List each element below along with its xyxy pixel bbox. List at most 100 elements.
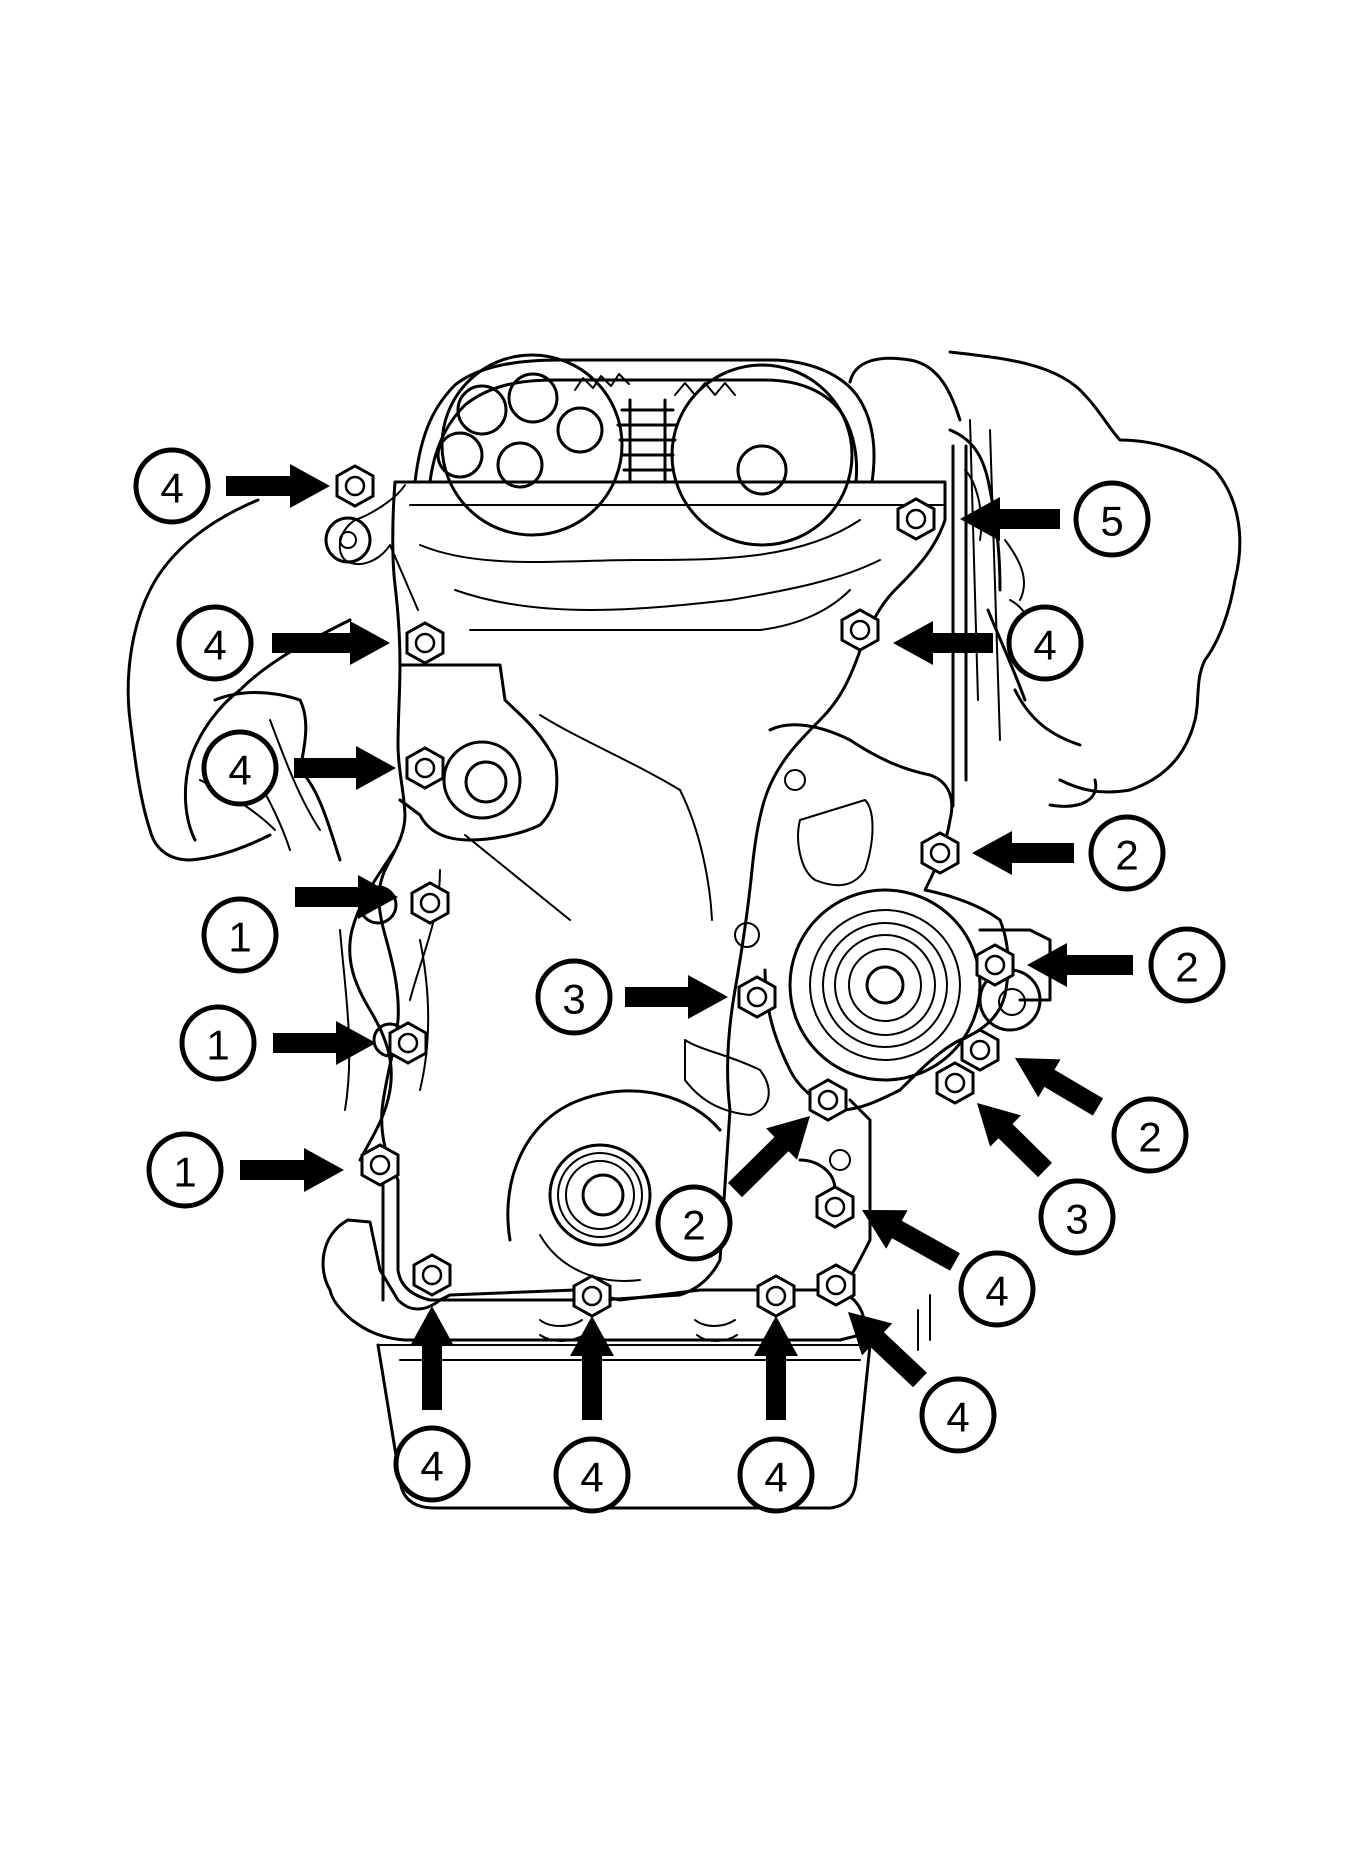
callout-circle <box>201 729 279 807</box>
callout-c08: 2 <box>1027 926 1226 1004</box>
timing-cover-ridge-3 <box>454 559 881 611</box>
callout-c16: 4 <box>848 1312 997 1454</box>
crank-pulley-hub <box>581 1173 625 1217</box>
idler-pulley <box>442 740 522 820</box>
cam-gear-hole-2 <box>507 372 559 424</box>
pump-housing-hole-4 <box>829 1149 851 1171</box>
bolt <box>960 1028 1000 1072</box>
callout-circle <box>535 958 613 1036</box>
callout-arrow <box>410 1306 454 1410</box>
callout-circle <box>179 1004 257 1082</box>
cam-gear-hole-3 <box>556 406 604 454</box>
callout-arrow <box>273 1021 376 1065</box>
crank-pulley-ring-1 <box>557 1152 643 1238</box>
callout-number: 4 <box>946 1394 969 1441</box>
callout-number: 4 <box>160 465 183 512</box>
callout-c02: 5 <box>960 480 1151 558</box>
callout-circle <box>1148 926 1226 1004</box>
callout-arrow <box>625 975 728 1019</box>
callout-arrow <box>754 1316 798 1420</box>
callout-c06: 2 <box>972 814 1166 892</box>
callout-c04: 4 <box>893 604 1084 682</box>
timing-cover-top <box>413 358 876 484</box>
callout-arrow <box>295 875 398 919</box>
timing-cover-ridge-4 <box>469 589 851 631</box>
callout-c17: 4 <box>393 1306 471 1503</box>
callout-arrow <box>226 464 330 508</box>
bolts <box>335 464 1015 1318</box>
bolt <box>388 1021 428 1065</box>
callout-c03: 4 <box>176 604 390 682</box>
idler-housing <box>398 663 559 842</box>
manifold-right-ribs <box>964 419 1035 741</box>
timing-cover-ridge-2 <box>419 519 861 563</box>
center-divider-1 <box>539 714 713 921</box>
water-pump-pulley-hub <box>865 965 905 1005</box>
callout-circle <box>655 1184 733 1262</box>
bolt <box>737 975 777 1019</box>
bolt <box>335 464 375 508</box>
callout-number: 4 <box>420 1443 443 1490</box>
pump-housing-hole-2 <box>734 922 760 948</box>
callout-circle <box>1073 480 1151 558</box>
callout-number: 2 <box>682 1202 705 1249</box>
oil-pan-ripples <box>539 1319 738 1342</box>
callout-arrow <box>240 1148 344 1192</box>
callout-c14: 3 <box>977 1103 1116 1256</box>
callout-circle <box>201 896 279 974</box>
manifold-right-pipe <box>951 444 968 808</box>
bolt <box>975 943 1015 987</box>
callout-circle <box>919 1376 997 1454</box>
callout-number: 4 <box>580 1454 603 1501</box>
callout-circle <box>1088 814 1166 892</box>
callout-number: 2 <box>1175 944 1198 991</box>
callout-arrow <box>272 621 390 665</box>
callout-number: 5 <box>1100 498 1123 545</box>
water-pump-pulley-ring-1 <box>809 909 961 1061</box>
callout-arrow <box>294 746 396 790</box>
cam-gear-hole-5 <box>496 441 544 489</box>
cam-gear-teeth <box>574 373 736 396</box>
callout-arrow <box>977 1103 1052 1178</box>
manifold-right-outline <box>848 350 1242 808</box>
callout-number: 4 <box>228 747 251 794</box>
cam-gear-hole-1 <box>456 384 508 436</box>
water-pump-pulley-outer <box>788 888 982 1082</box>
callout-c13: 2 <box>655 1116 810 1262</box>
callout-arrow <box>960 497 1060 541</box>
callout-number: 4 <box>764 1454 787 1501</box>
callout-circle <box>1038 1178 1116 1256</box>
callout-c12: 2 <box>1015 1058 1189 1174</box>
bolt <box>412 1253 452 1297</box>
crank-pulley-ring-2 <box>565 1160 635 1230</box>
callout-arrow <box>1015 1058 1104 1116</box>
crank-pulley-outer <box>548 1143 652 1247</box>
bolt <box>410 881 450 925</box>
oil-pan-body <box>376 1343 872 1510</box>
bolt <box>405 621 445 665</box>
bolt <box>920 831 960 875</box>
callout-c19: 4 <box>737 1316 815 1514</box>
callout-number: 4 <box>203 622 226 669</box>
callout-arrow <box>570 1316 614 1420</box>
callout-circle <box>737 1436 815 1514</box>
callout-c07: 1 <box>201 875 398 974</box>
callout-circle <box>393 1425 471 1503</box>
callout-c11: 1 <box>146 1131 344 1209</box>
oil-pan-side-line <box>917 1294 931 1351</box>
upper-bracket-hole-inner <box>339 531 357 549</box>
left-bracket-ribs <box>339 929 430 1111</box>
callout-c09: 3 <box>535 958 728 1036</box>
callout-circle <box>133 447 211 525</box>
bolt <box>405 746 445 790</box>
callout-circle <box>958 1250 1036 1328</box>
callout-c05: 4 <box>201 729 396 807</box>
engine-line-art <box>126 350 1242 1510</box>
callout-c18: 4 <box>553 1316 631 1514</box>
callout-number: 1 <box>206 1022 229 1069</box>
callout-number: 3 <box>1065 1196 1088 1243</box>
callout-arrow <box>862 1210 960 1271</box>
bolt <box>756 1274 796 1318</box>
